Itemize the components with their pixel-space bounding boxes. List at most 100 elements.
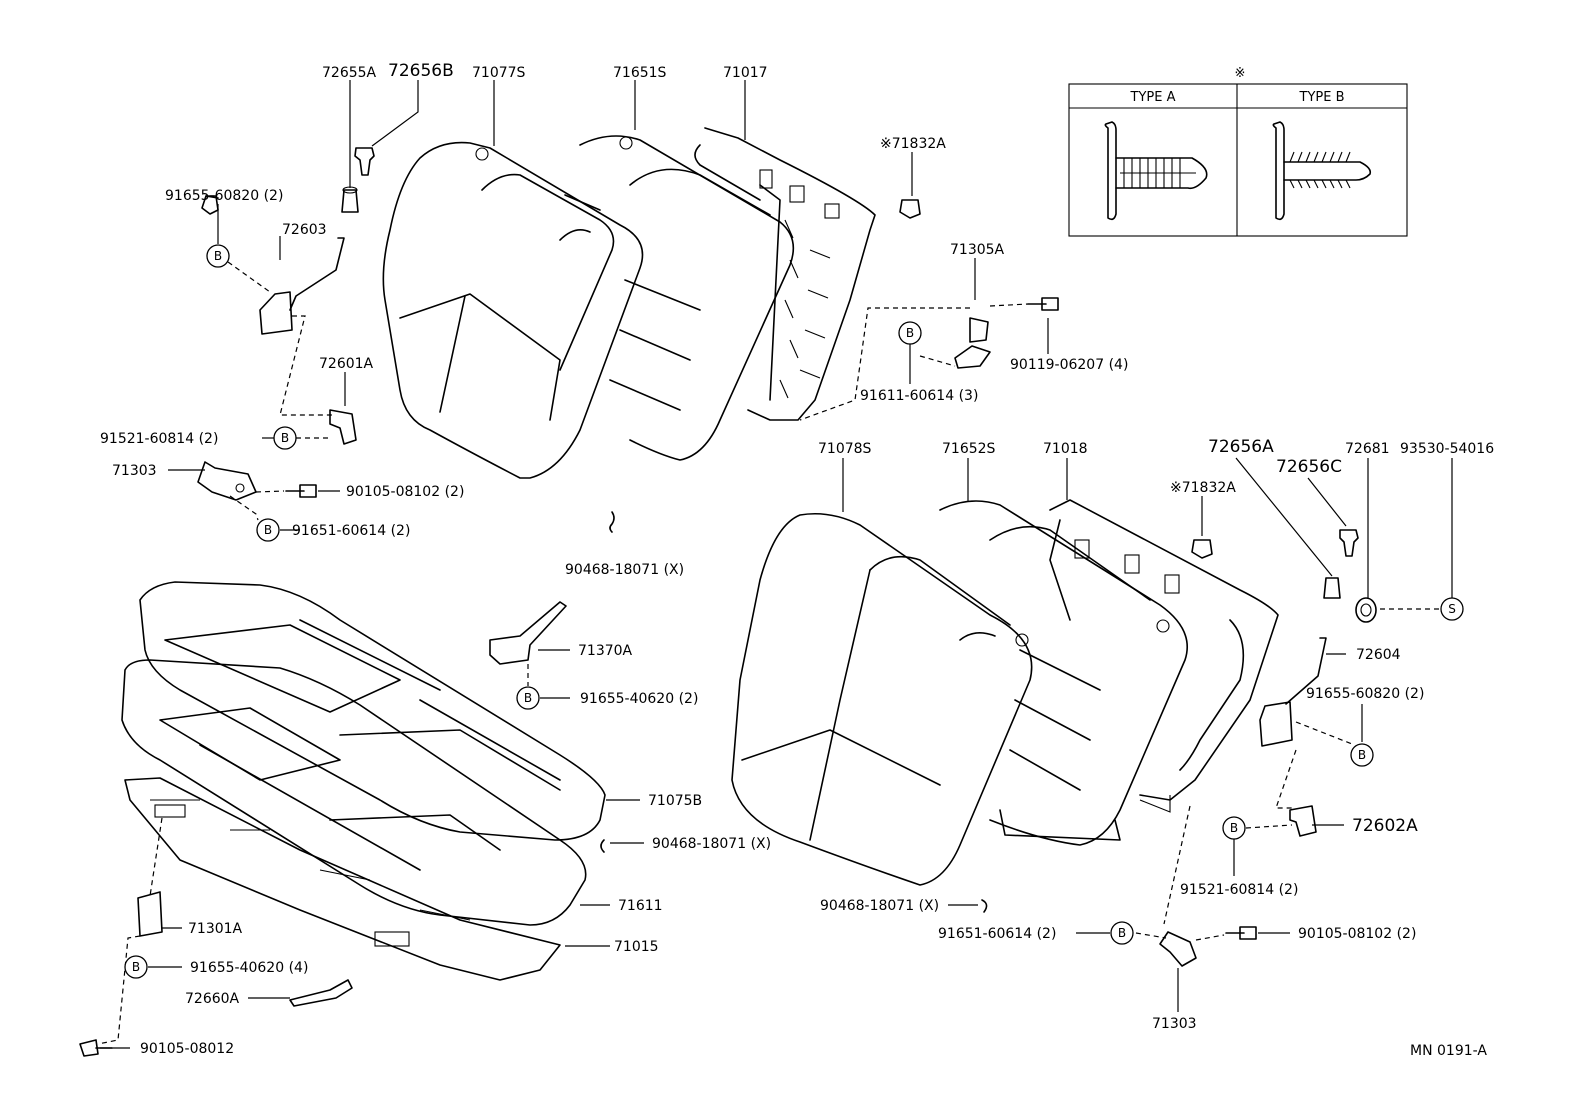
svg-text:B: B xyxy=(1358,748,1366,762)
b-mark xyxy=(1222,816,1246,840)
svg-text:B: B xyxy=(264,523,272,537)
label-72604: 72604 xyxy=(1356,647,1401,663)
bracket-72601A-icon xyxy=(329,409,357,445)
clip-71832A-upper-icon xyxy=(205,195,921,219)
label-91521-60814-left: 91521-60814 (2) xyxy=(100,431,218,447)
lower-seatback-pad xyxy=(939,500,1189,846)
label-91655-40620-mid: 91655-40620 (2) xyxy=(580,691,698,707)
b-mark xyxy=(898,321,922,345)
label-72603: 72603 xyxy=(282,222,327,238)
label-90105-08102-right: 90105-08102 (2) xyxy=(1298,926,1416,942)
label-90105-08012: 90105-08012 xyxy=(140,1041,234,1057)
b-mark xyxy=(1110,921,1134,945)
label-71017: 71017 xyxy=(723,65,768,81)
belt-guide-72604-icon xyxy=(1259,637,1327,747)
bracket-71301A-icon xyxy=(137,891,163,937)
label-71832A-mid: ※71832A xyxy=(1170,480,1236,496)
hook-90468-top-icon xyxy=(609,511,615,533)
diagram-code: MN 0191-A xyxy=(1410,1043,1487,1059)
svg-text:B: B xyxy=(281,431,289,445)
b-mark xyxy=(256,518,280,542)
label-91651-60614-right: 91651-60614 (2) xyxy=(938,926,1056,942)
label-90119-06207: 90119-06207 (4) xyxy=(1010,357,1128,373)
label-71652S: 71652S xyxy=(942,441,996,457)
label-71303-right: 71303 xyxy=(1152,1016,1197,1032)
label-90105-08102-left: 90105-08102 (2) xyxy=(346,484,464,500)
label-90468-18071-c: 90468-18071 (X) xyxy=(820,898,939,914)
label-72656A: 72656A xyxy=(1208,437,1274,457)
svg-text:B: B xyxy=(1118,926,1126,940)
seat-cushion-frame xyxy=(124,777,561,981)
upper-seatback-cover xyxy=(382,141,644,479)
clip-71832A-top-icon xyxy=(201,195,219,215)
label-71303-left: 71303 xyxy=(112,463,157,479)
pin-72656C-icon xyxy=(1339,529,1359,557)
circle-marks: B B B B B S B B B B xyxy=(124,244,1464,979)
label-71832A-top: ※71832A xyxy=(880,136,946,152)
label-71301A: 71301A xyxy=(188,921,243,937)
svg-text:B: B xyxy=(214,249,222,263)
svg-text:B: B xyxy=(524,691,532,705)
label-91655-60820-left: 91655-60820 (2) xyxy=(165,188,283,204)
upper-seatback-frame xyxy=(694,127,876,421)
label-91521-60814-right: 91521-60814 (2) xyxy=(1180,882,1298,898)
bracket-71305A-icon xyxy=(954,317,991,369)
label-72656B: 72656B xyxy=(388,61,454,81)
hinge-71303-left-icon xyxy=(197,461,257,501)
label-71018: 71018 xyxy=(1043,441,1088,457)
seat-cushion-pad xyxy=(121,659,587,926)
type-a-header: TYPE A xyxy=(1130,90,1176,105)
pin-72656B-icon xyxy=(354,147,375,176)
label-91611-60614: 91611-60614 (3) xyxy=(860,388,978,404)
grommet-72655A-icon xyxy=(341,186,359,213)
label-72681: 72681 xyxy=(1345,441,1390,457)
label-71077S: 71077S xyxy=(472,65,526,81)
lower-seatback-frame xyxy=(1049,499,1279,813)
seat-cushion-cover xyxy=(139,581,606,841)
b-mark xyxy=(273,426,297,450)
svg-text:B: B xyxy=(906,326,914,340)
label-71370A: 71370A xyxy=(578,643,633,659)
type-table: ※ TYPE A TYPE B xyxy=(1068,66,1408,237)
label-90468-18071-a: 90468-18071 (X) xyxy=(565,562,684,578)
label-71078S: 71078S xyxy=(818,441,872,457)
strap-72660A-icon xyxy=(289,979,353,1007)
label-90468-18071-b: 90468-18071 (X) xyxy=(652,836,771,852)
belt-guide-72603-icon xyxy=(259,237,345,335)
b-mark xyxy=(516,686,540,710)
b-mark xyxy=(1350,743,1374,767)
hinge-71303-right-icon xyxy=(1159,931,1197,967)
b-mark xyxy=(206,244,230,268)
clip-71832A-mid-icon xyxy=(1191,539,1213,559)
label-91655-60820-right: 91655-60820 (2) xyxy=(1306,686,1424,702)
label-91655-40620-left: 91655-40620 (4) xyxy=(190,960,308,976)
label-72655A: 72655A xyxy=(322,65,377,81)
clip-type-a-icon xyxy=(1104,121,1208,221)
label-72656C: 72656C xyxy=(1276,457,1342,477)
label-72602A: 72602A xyxy=(1352,816,1418,836)
label-91651-60614-left: 91651-60614 (2) xyxy=(292,523,410,539)
label-71015: 71015 xyxy=(614,939,659,955)
label-71651S: 71651S xyxy=(613,65,667,81)
leader-lines xyxy=(100,80,1453,1049)
grommet-72656A-icon xyxy=(1323,577,1341,599)
dashed-lines xyxy=(97,261,1440,1045)
type-table-frame xyxy=(1068,83,1408,237)
type-b-header: TYPE B xyxy=(1299,90,1345,105)
s-mark xyxy=(1440,597,1464,621)
svg-text:B: B xyxy=(132,960,140,974)
type-table-mark: ※ xyxy=(1235,66,1246,81)
bolt-90119-06207-icon xyxy=(1027,297,1059,311)
label-72601A: 72601A xyxy=(319,356,374,372)
part-labels: 72655A 72656B 71077S 71651S 71017 ※71832… xyxy=(100,61,1494,1059)
bolt-90105-08102-right-icon xyxy=(1225,926,1257,940)
label-71305A: 71305A xyxy=(950,242,1005,258)
label-71611: 71611 xyxy=(618,898,663,914)
hook-90468-lower-icon xyxy=(981,899,988,913)
b-mark xyxy=(124,955,148,979)
bolt-90105-08102-left-icon xyxy=(285,484,317,498)
label-72660A: 72660A xyxy=(185,991,240,1007)
label-71075B: 71075B xyxy=(648,793,702,809)
svg-text:B: B xyxy=(1230,821,1238,835)
